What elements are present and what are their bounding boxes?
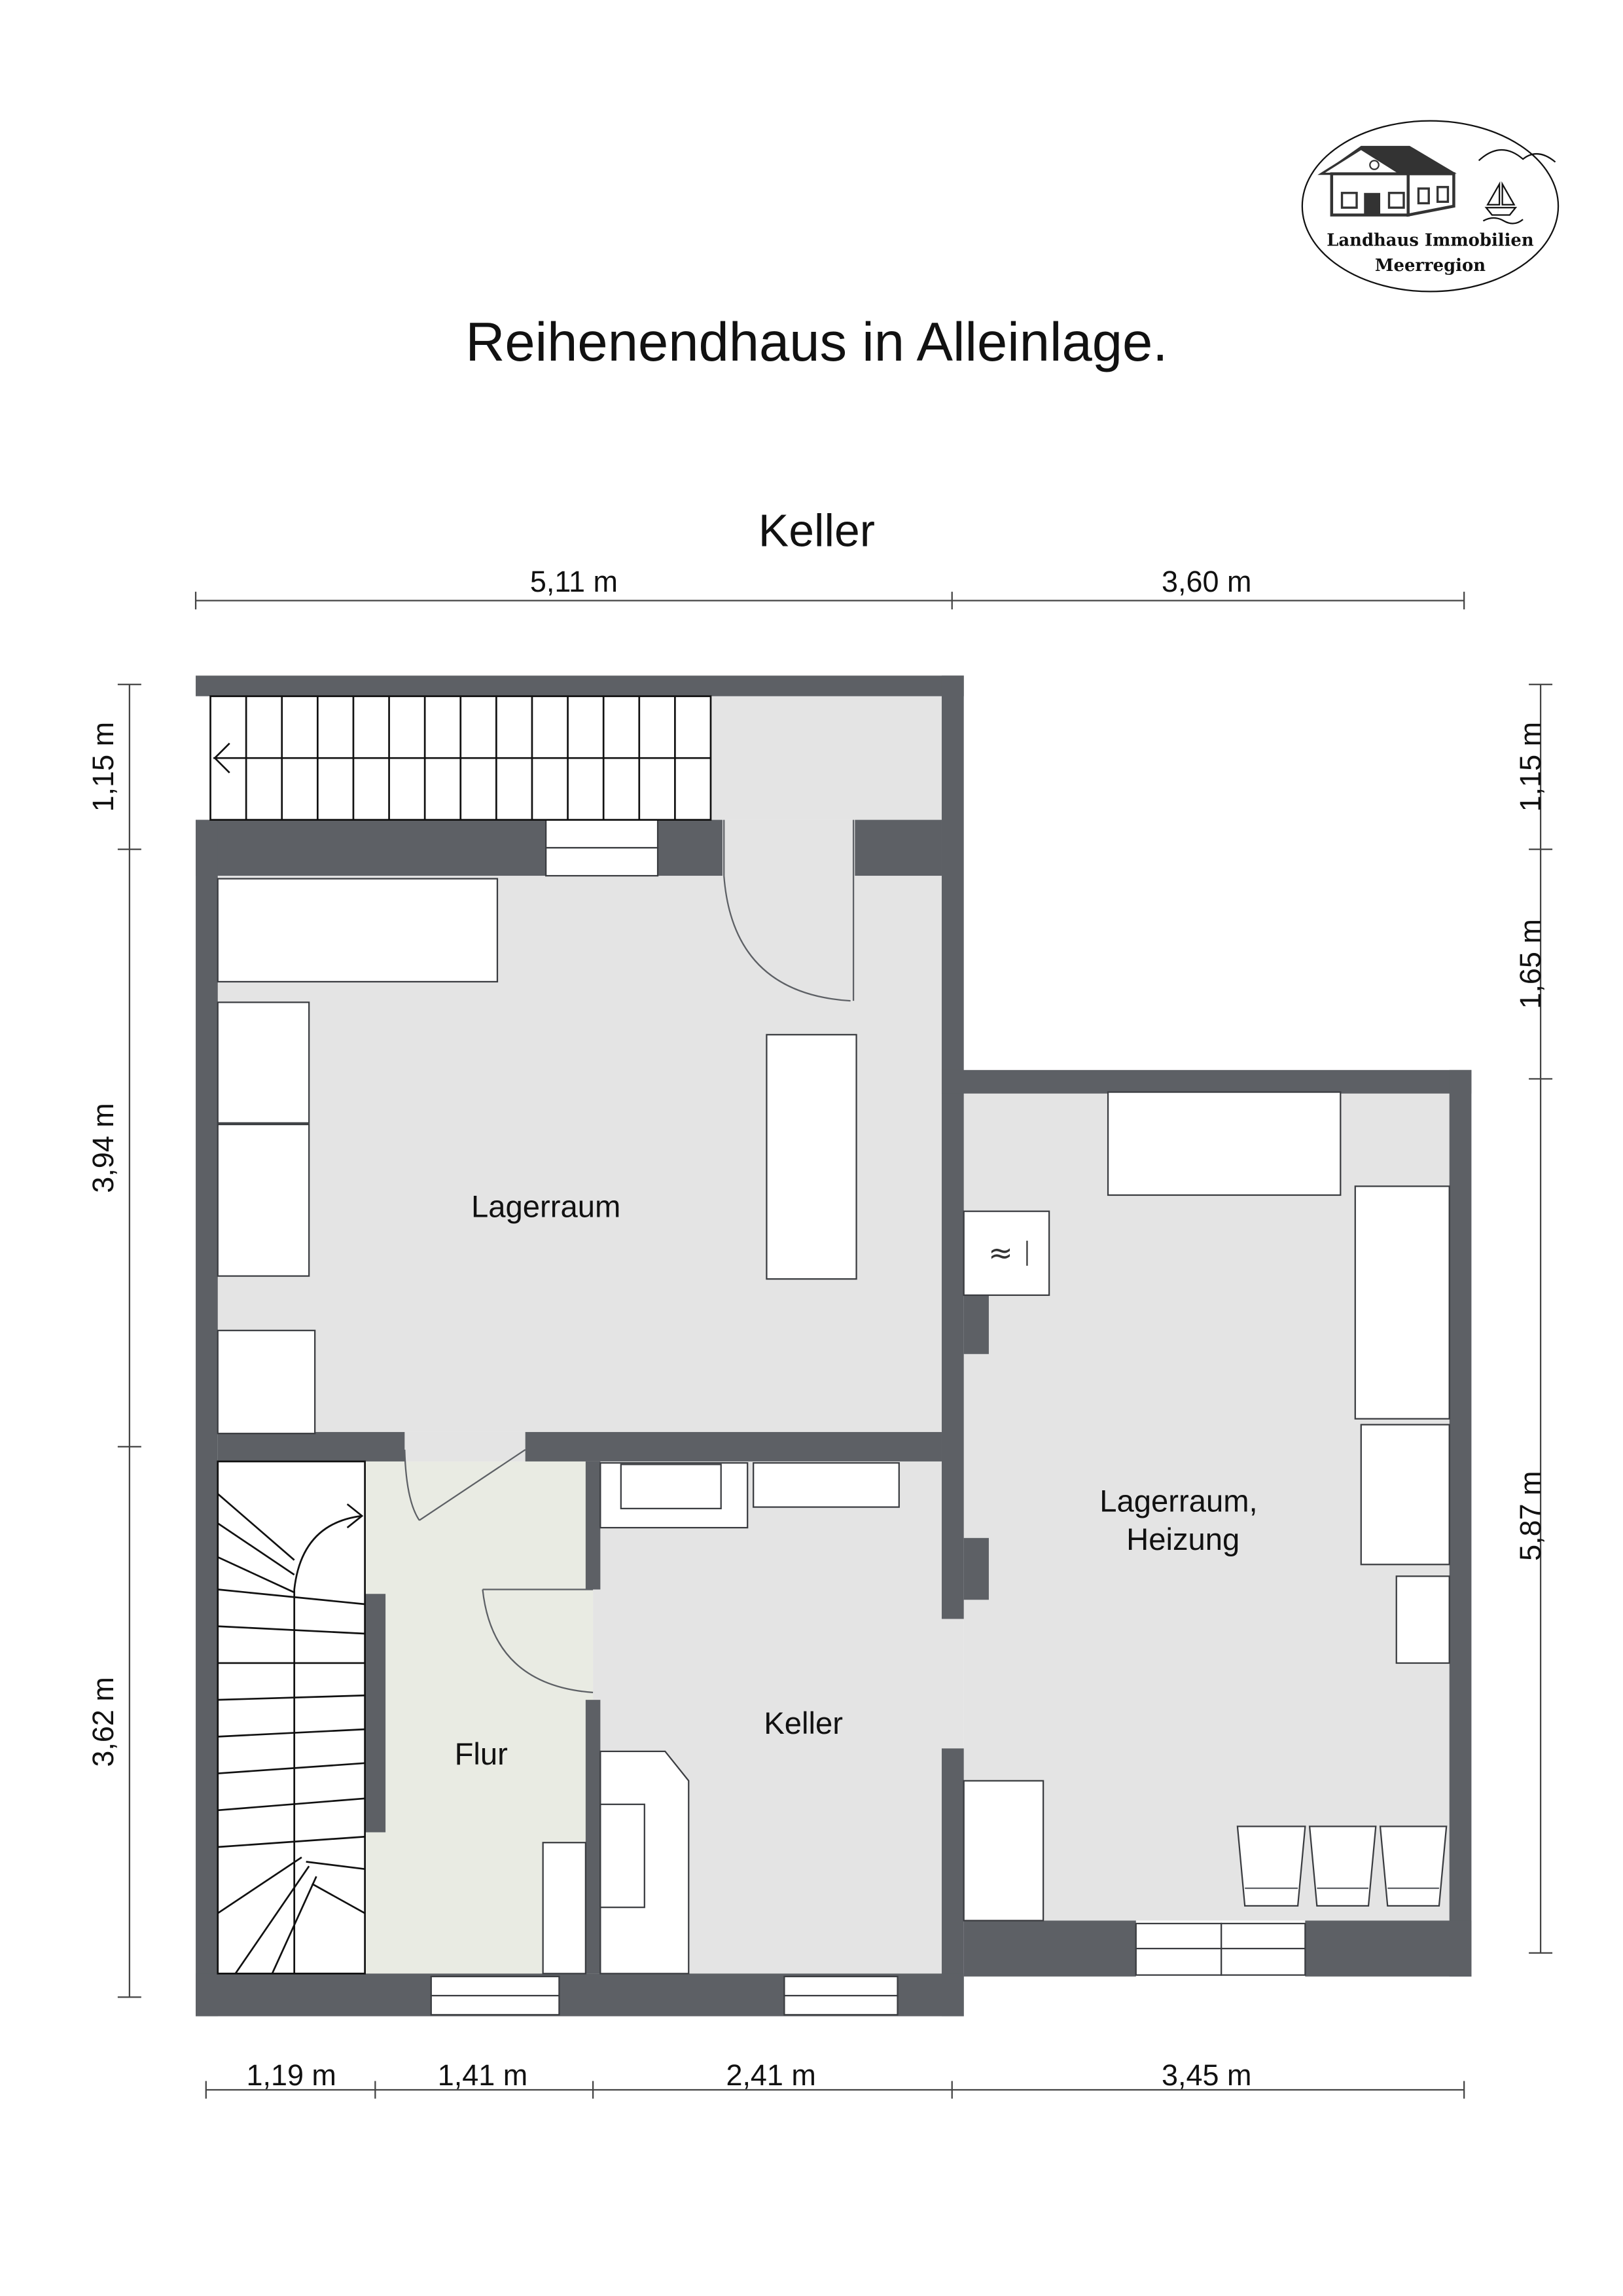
stair-direction-arrow-icon — [213, 742, 230, 774]
staircase-winder — [217, 1460, 366, 1975]
logo-line-1: Landhaus Immobilien — [1327, 231, 1534, 251]
dim-top-1: 5,11 m — [530, 565, 618, 598]
doors — [404, 819, 855, 1694]
room-label-lagerraum-heizung-1: Lagerraum, — [1099, 1484, 1257, 1518]
dim-bottom-2: 1,41 m — [438, 2058, 527, 2092]
dim-left-3: 3,62 m — [86, 1677, 120, 1767]
dim-left-2: 3,94 m — [86, 1103, 120, 1193]
dim-bottom-4: 3,45 m — [1162, 2058, 1251, 2092]
logo-line-2: Meerregion — [1375, 256, 1486, 276]
room-label-keller: Keller — [764, 1706, 843, 1741]
dim-right-2: 1,65 m — [1514, 919, 1547, 1009]
staircase-top — [209, 695, 712, 821]
heating-icon: ≈ — [988, 1235, 1013, 1270]
floor-name: Keller — [758, 505, 875, 556]
stair-direction-arrow-icon — [346, 1503, 364, 1529]
room-label-lagerraum: Lagerraum — [471, 1190, 620, 1225]
dimension-lines — [117, 592, 1553, 2099]
dim-right-3: 5,87 m — [1514, 1471, 1547, 1560]
furniture: ≈ — [217, 878, 1450, 1975]
dim-left-1: 1,15 m — [86, 722, 120, 812]
heater — [963, 1210, 1050, 1296]
dim-top-2: 3,60 m — [1162, 565, 1251, 598]
dim-bottom-3: 2,41 m — [726, 2058, 815, 2092]
dim-right-1: 1,15 m — [1514, 722, 1547, 812]
room-label-flur: Flur — [455, 1737, 508, 1772]
dim-bottom-1: 1,19 m — [246, 2058, 336, 2092]
windows — [430, 819, 1306, 2016]
company-logo: Landhaus Immobilien Meerregion — [1301, 120, 1560, 293]
room-label-lagerraum-heizung-2: Heizung — [1126, 1522, 1240, 1557]
page-title: Reihenendhaus in Alleinlage. — [465, 312, 1168, 372]
